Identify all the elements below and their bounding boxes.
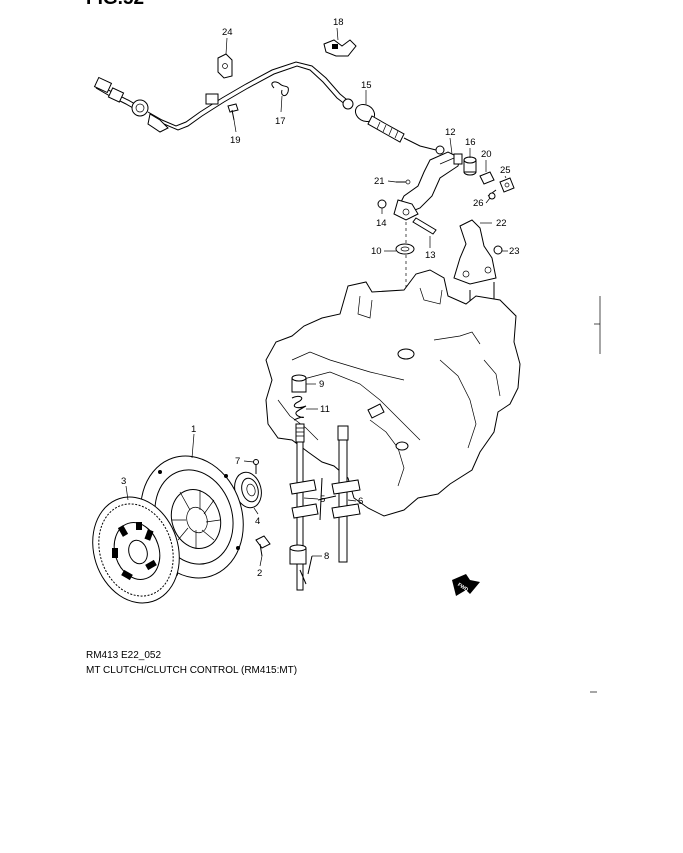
cable-brackets (217, 39, 357, 121)
callout-26: 26 (473, 198, 484, 209)
callout-24: 24 (222, 27, 233, 38)
callout-9: 9 (319, 379, 324, 390)
transmission-housing (265, 269, 601, 517)
small-fittings (463, 156, 515, 200)
release-lever (377, 151, 463, 235)
callout-4: 4 (255, 516, 260, 527)
callout-1: 1 (191, 424, 196, 435)
fwd-label: FWD (456, 582, 469, 593)
callout-13: 13 (425, 250, 436, 261)
bushings-spring (289, 374, 313, 585)
callout-7: 7 (235, 456, 240, 467)
callout-21: 21 (374, 176, 385, 187)
callout-12: 12 (445, 127, 456, 138)
callout-10: 10 (371, 246, 382, 257)
release-bearing (234, 459, 271, 557)
callout-8: 8 (324, 551, 329, 562)
callout-2: 2 (257, 568, 262, 579)
figure-code: RM413 E22_052 (86, 650, 162, 661)
callout-5: 5 (320, 494, 325, 505)
callout-15: 15 (361, 80, 372, 91)
callout-22: 22 (496, 218, 507, 229)
figure-description: MT CLUTCH/CLUTCH CONTROL (RM415:MT) (86, 665, 298, 676)
callout-6: 6 (358, 496, 363, 507)
callout-19: 19 (230, 135, 241, 146)
figure-title: FIG.52 (86, 0, 144, 8)
fwd-arrow: FWD (452, 574, 480, 596)
clutch-cable (93, 61, 445, 155)
callout-labels: 24 18 15 17 19 12 16 20 25 21 26 22 23 1… (121, 17, 520, 579)
leader-lines (125, 27, 508, 567)
callout-25: 25 (500, 165, 511, 176)
callout-18: 18 (333, 17, 344, 28)
callout-17: 17 (275, 116, 286, 127)
callout-20: 20 (481, 149, 492, 160)
clutch-disc (92, 496, 180, 604)
clutch-cover (140, 455, 244, 579)
callout-3: 3 (121, 476, 126, 487)
shift-shafts (289, 423, 361, 591)
callout-14: 14 (376, 218, 387, 229)
callout-23: 23 (509, 246, 520, 257)
callout-11: 11 (320, 404, 330, 415)
callout-16: 16 (465, 137, 476, 148)
